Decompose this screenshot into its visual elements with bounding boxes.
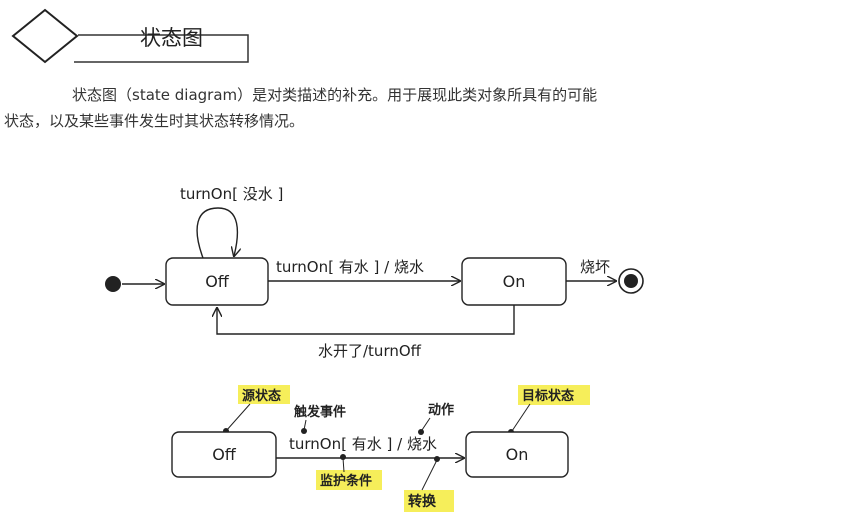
transition-on-off-label: 水开了/turnOff	[318, 342, 422, 360]
intro-paragraph: 状态图（state diagram）是对类描述的补充。用于展现此类对象所具有的可…	[4, 82, 798, 134]
state-on-2	[465, 431, 569, 478]
page-title: 状态图	[140, 26, 203, 50]
state-on-2-label: On	[506, 445, 529, 464]
annotation-source-state: 源状态	[242, 388, 281, 404]
self-loop-label: turnOn[ 没水 ]	[180, 185, 283, 203]
self-loop-arrow	[196, 207, 237, 259]
diamond-icon	[11, 8, 79, 64]
header: 状态图	[11, 8, 249, 64]
state-diagram-2: 源状态 触发事件 动作 目标状态 监护条件 转换 Off turnOn[	[171, 385, 590, 512]
transition-label-2: turnOn[ 有水 ] / 烧水	[289, 435, 437, 453]
state-off-label: Off	[205, 272, 230, 291]
transition-final-label: 烧坏	[580, 258, 610, 276]
annotation-guard-condition: 监护条件	[320, 473, 372, 489]
annotation-transition: 转换	[408, 493, 437, 510]
state-on-label: On	[503, 272, 526, 291]
transition-off-on-label: turnOn[ 有水 ] / 烧水	[276, 258, 424, 276]
return-arrow	[217, 305, 515, 335]
annotation-action: 动作	[428, 402, 454, 418]
annotation-target-state: 目标状态	[522, 388, 574, 404]
state-diagram-1: Off turnOn[ 没水 ] turnOn[ 有水 ] / 烧水 On 烧坏…	[105, 185, 644, 360]
intro-line-2: 状态，以及某些事件发生时其状态转移情况。	[4, 112, 305, 130]
annotation-trigger-event: 触发事件	[293, 404, 346, 420]
initial-state	[105, 276, 121, 292]
state-off-2-label: Off	[212, 445, 237, 464]
intro-line-1: 状态图（state diagram）是对类描述的补充。用于展现此类对象所具有的可…	[72, 86, 598, 104]
state-off-2	[171, 431, 277, 478]
